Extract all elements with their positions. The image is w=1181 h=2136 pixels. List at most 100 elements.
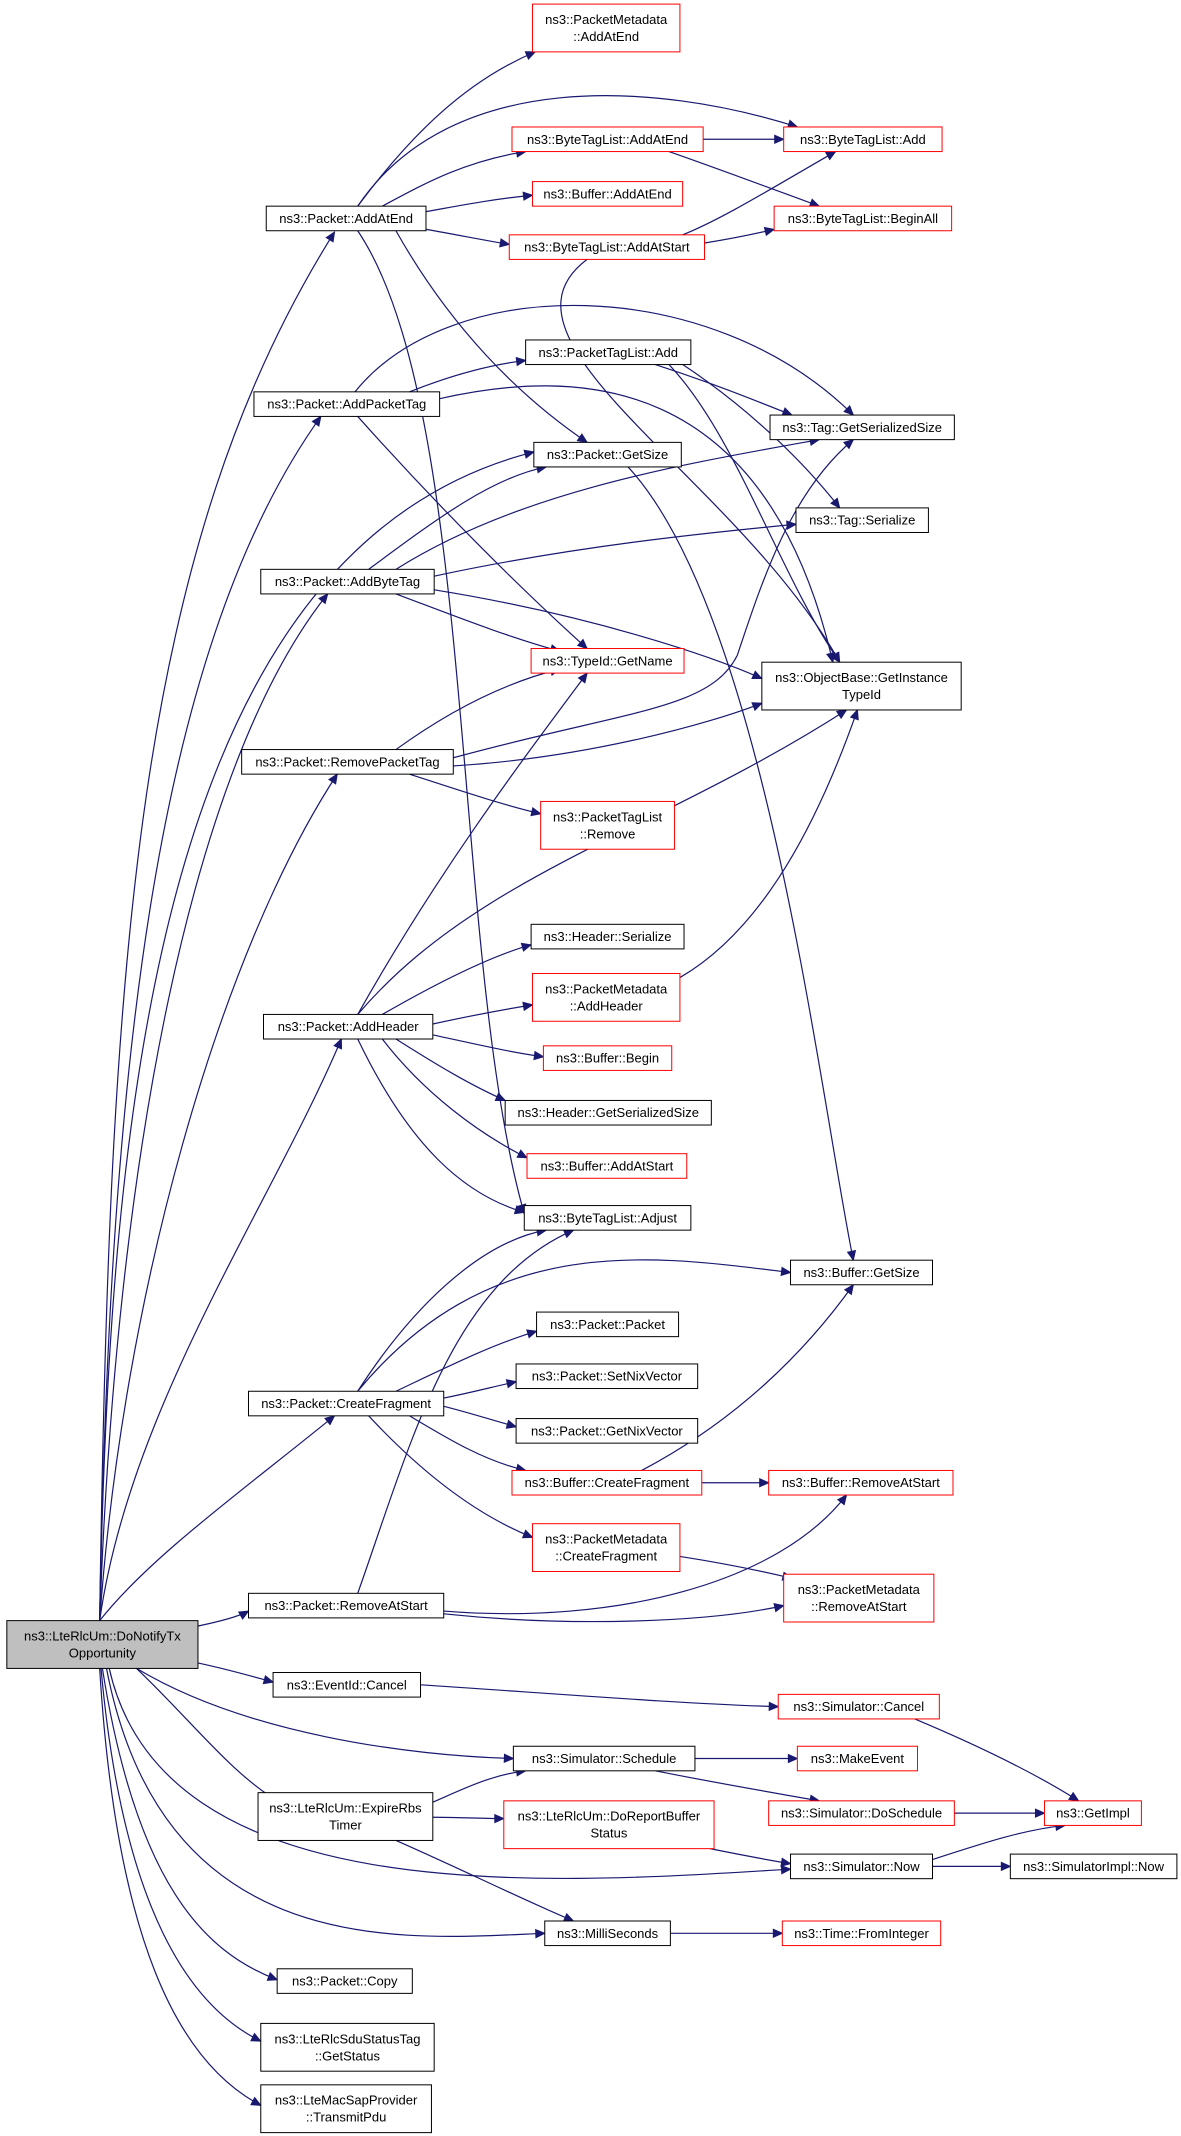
node-bufAddAtStart[interactable]: ns3::Buffer::AddAtStart — [526, 1153, 688, 1179]
node-box — [536, 1311, 680, 1338]
edge-removePacketTag-to-objGetInst — [453, 702, 763, 767]
node-bufCreateFragment[interactable]: ns3::Buffer::CreateFragment — [511, 1469, 703, 1496]
node-label: ns3::PacketMetadata — [545, 981, 668, 996]
edge-pmCreateFragment-to-pmRemoveAtStart — [679, 1555, 794, 1581]
node-pmAddAtEnd[interactable]: ns3::PacketMetadata::AddAtEnd — [531, 3, 681, 53]
node-bufBegin[interactable]: ns3::Buffer::Begin — [542, 1045, 673, 1071]
edge-root-to-milliSeconds — [105, 1668, 546, 1939]
edge-addHeader-to-hdrSerialize — [381, 942, 533, 1015]
node-simDoSchedule[interactable]: ns3::Simulator::DoSchedule — [768, 1800, 955, 1826]
node-addAtEnd[interactable]: ns3::Packet::AddAtEnd — [265, 205, 427, 232]
node-label: ns3::Header::Serialize — [544, 929, 672, 944]
node-simCancel[interactable]: ns3::Simulator::Cancel — [777, 1693, 940, 1720]
edge-simSchedule-to-simDoSchedule — [655, 1770, 821, 1804]
node-simSchedule[interactable]: ns3::Simulator::Schedule — [512, 1745, 696, 1772]
edge-root-to-eventCancel — [191, 1661, 275, 1685]
node-addByteTag[interactable]: ns3::Packet::AddByteTag — [260, 568, 435, 595]
node-box — [790, 1853, 934, 1880]
node-btlAddAtStart[interactable]: ns3::ByteTagList::AddAtStart — [508, 234, 706, 260]
node-tagSerialize[interactable]: ns3::Tag::Serialize — [795, 507, 929, 533]
edge-doReportBuffer-to-simNow — [709, 1848, 792, 1867]
node-box — [511, 1469, 703, 1496]
node-addPacketTag[interactable]: ns3::Packet::AddPacketTag — [253, 391, 441, 417]
node-label: ns3::Packet::AddAtEnd — [279, 211, 413, 226]
node-btlAddAtEnd[interactable]: ns3::ByteTagList::AddAtEnd — [511, 126, 704, 153]
node-setNixVector[interactable]: ns3::Packet::SetNixVector — [515, 1363, 699, 1390]
node-btlAdjust[interactable]: ns3::ByteTagList::Adjust — [523, 1205, 692, 1231]
node-eventCancel[interactable]: ns3::EventId::Cancel — [272, 1672, 422, 1698]
node-label: ns3::SimulatorImpl::Now — [1023, 1859, 1164, 1874]
node-makeEvent[interactable]: ns3::MakeEvent — [796, 1745, 918, 1772]
node-simImplNow[interactable]: ns3::SimulatorImpl::Now — [1009, 1853, 1178, 1880]
arrowhead — [576, 433, 589, 444]
node-label: ns3::MakeEvent — [811, 1751, 905, 1766]
node-pktCopy[interactable]: ns3::Packet::Copy — [276, 1968, 413, 1994]
edge-addAtEnd-to-btlAddAtStart — [425, 228, 511, 248]
node-label: ns3::Buffer::CreateFragment — [525, 1475, 690, 1490]
node-removeAtStart[interactable]: ns3::Packet::RemoveAtStart — [247, 1592, 445, 1619]
edge-addHeader-to-pmAddHeader — [432, 1001, 534, 1025]
node-label: ns3::Time::FromInteger — [794, 1926, 929, 1941]
arrowhead — [781, 407, 794, 416]
node-tagGetSerSize[interactable]: ns3::Tag::GetSerializedSize — [769, 414, 955, 441]
node-removePacketTag[interactable]: ns3::Packet::RemovePacketTag — [241, 749, 454, 775]
arrowhead — [846, 1249, 857, 1262]
node-box — [515, 1418, 699, 1444]
arrowhead — [787, 1753, 799, 1764]
node-label: ns3::TypeId::GetName — [543, 653, 673, 668]
node-bufGetSize[interactable]: ns3::Buffer::GetSize — [790, 1259, 934, 1286]
node-bufRemoveAtStart[interactable]: ns3::Buffer::RemoveAtStart — [768, 1469, 954, 1496]
node-ptlAdd[interactable]: ns3::PacketTagList::Add — [525, 339, 692, 366]
node-addHeader[interactable]: ns3::Packet::AddHeader — [263, 1013, 434, 1040]
node-simNow[interactable]: ns3::Simulator::Now — [790, 1853, 934, 1880]
node-label: ns3::LteMacSapProvider — [275, 2093, 418, 2108]
node-sduGetStatus[interactable]: ns3::LteRlcSduStatusTag::GetStatus — [260, 2022, 435, 2072]
arrowhead — [494, 1092, 507, 1101]
node-pktPacket[interactable]: ns3::Packet::Packet — [536, 1311, 680, 1338]
node-getImpl[interactable]: ns3::GetImpl — [1043, 1800, 1142, 1826]
node-btlBeginAll[interactable]: ns3::ByteTagList::BeginAll — [773, 205, 953, 232]
arrowhead — [520, 942, 533, 952]
arrowhead — [503, 1753, 515, 1764]
node-box — [531, 1523, 681, 1572]
edge-addAtEnd-to-btlAddAtEnd — [382, 148, 527, 207]
node-createFragment[interactable]: ns3::Packet::CreateFragment — [247, 1390, 445, 1417]
node-hdrGetSerSize[interactable]: ns3::Header::GetSerializedSize — [504, 1099, 712, 1126]
node-hdrSerialize[interactable]: ns3::Header::Serialize — [530, 923, 685, 950]
arrowhead — [830, 497, 841, 509]
node-label: Status — [591, 1826, 628, 1841]
arrowhead — [772, 1928, 784, 1939]
node-bufAddAtEnd[interactable]: ns3::Buffer::AddAtEnd — [531, 181, 684, 207]
node-label: ns3::LteRlcUm::DoReportBuffer — [518, 1809, 701, 1824]
edge-removePacketTag-to-ptlRemove — [409, 773, 542, 817]
node-box — [241, 749, 454, 775]
node-box — [276, 1968, 413, 1994]
node-macTransmit[interactable]: ns3::LteMacSapProvider::TransmitPdu — [260, 2084, 432, 2134]
node-pmRemoveAtStart[interactable]: ns3::PacketMetadata::RemoveAtStart — [783, 1573, 935, 1623]
arrowhead — [1068, 1791, 1080, 1802]
node-typeIdGetName[interactable]: ns3::TypeId::GetName — [530, 648, 685, 674]
node-ptlRemove[interactable]: ns3::PacketTagList::Remove — [540, 800, 675, 850]
node-label: ::GetStatus — [315, 2048, 381, 2063]
node-label: TypeId — [842, 687, 881, 702]
edge-root-to-addByteTag — [99, 592, 329, 1621]
node-timeFromInt[interactable]: ns3::Time::FromInteger — [781, 1920, 942, 1947]
node-milliSeconds[interactable]: ns3::MilliSeconds — [544, 1920, 671, 1947]
node-label: ns3::Tag::Serialize — [809, 513, 915, 528]
node-label: ns3::LteRlcUm::ExpireRbs — [269, 1801, 422, 1816]
node-label: ns3::Buffer::AddAtEnd — [543, 186, 671, 201]
node-pktGetSize[interactable]: ns3::Packet::GetSize — [533, 441, 682, 468]
node-box — [515, 1363, 699, 1390]
arrowhead — [835, 709, 848, 720]
arrowhead — [318, 592, 329, 605]
node-label: Opportunity — [69, 1646, 137, 1661]
edge-createFragment-to-setNixVector — [443, 1379, 518, 1399]
node-pmCreateFragment[interactable]: ns3::PacketMetadata::CreateFragment — [531, 1523, 681, 1572]
node-getNixVector[interactable]: ns3::Packet::GetNixVector — [515, 1418, 699, 1444]
node-pmAddHeader[interactable]: ns3::PacketMetadata::AddHeader — [531, 972, 681, 1022]
node-btlAdd[interactable]: ns3::ByteTagList::Add — [783, 126, 943, 153]
